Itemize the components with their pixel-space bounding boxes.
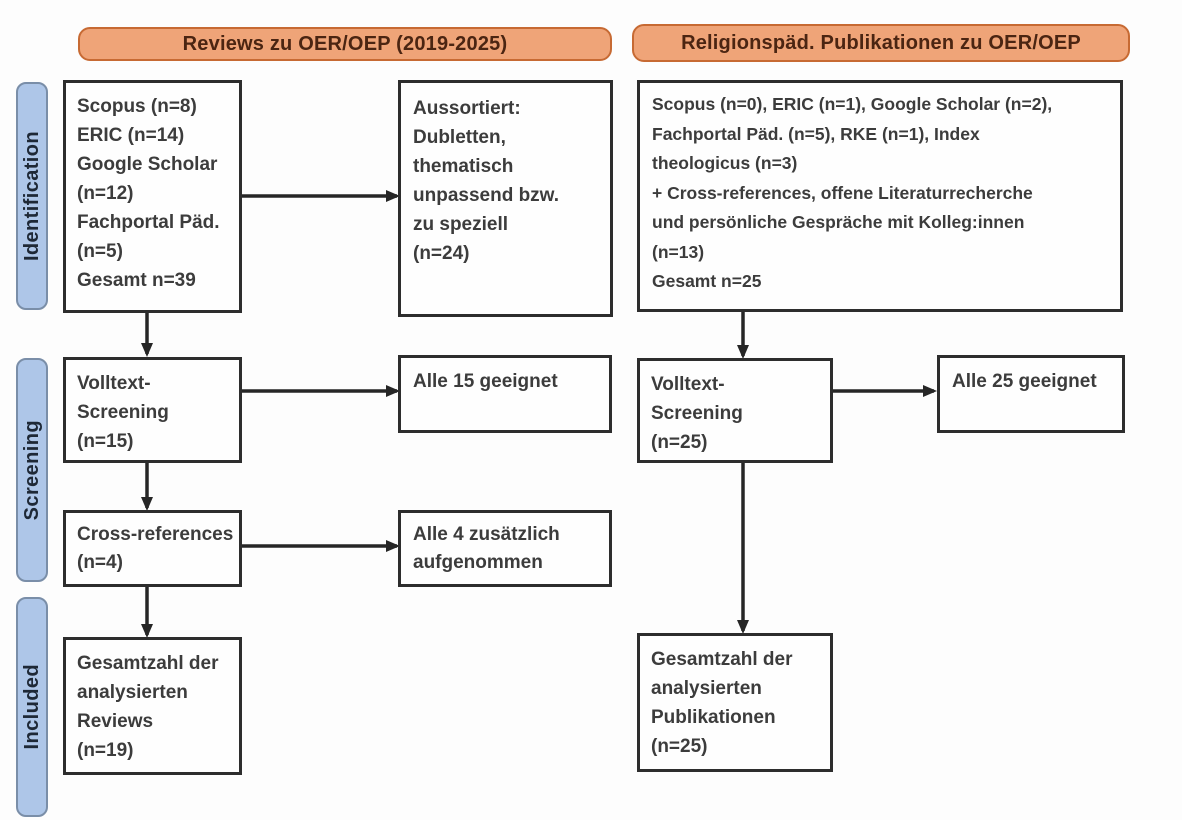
box-left-cross-references-result-text: Alle 4 zusätzlich aufgenommen: [413, 524, 560, 573]
box-right-included-total-text: Gesamtzahl der analysierten Publikatione…: [651, 649, 793, 757]
box-right-fulltext-result: Alle 25 geeignet: [937, 355, 1125, 433]
column-header-religionspaed-label: Religionspäd. Publikationen zu OER/OEP: [681, 31, 1081, 54]
column-header-reviews-label: Reviews zu OER/OEP (2019-2025): [182, 32, 508, 55]
stage-label-identification: Identification: [16, 82, 48, 310]
box-left-included-total-text: Gesamtzahl der analysierten Reviews (n=1…: [77, 653, 219, 761]
box-left-fulltext-result-text: Alle 15 geeignet: [413, 371, 558, 392]
stage-label-screening: Screening: [16, 358, 48, 582]
box-right-fulltext-screening-text: Volltext- Screening (n=25): [651, 374, 743, 453]
column-header-reviews: Reviews zu OER/OEP (2019-2025): [78, 27, 612, 61]
box-left-included-total: Gesamtzahl der analysierten Reviews (n=1…: [63, 637, 242, 775]
box-right-identification-sources-text: Scopus (n=0), ERIC (n=1), Google Scholar…: [652, 94, 1053, 291]
box-left-excluded-text: Aussortiert: Dubletten, thematisch unpas…: [413, 98, 560, 264]
box-left-identification-sources: Scopus (n=8) ERIC (n=14) Google Scholar …: [63, 80, 242, 313]
column-header-religionspaed: Religionspäd. Publikationen zu OER/OEP: [632, 24, 1130, 62]
box-right-identification-sources: Scopus (n=0), ERIC (n=1), Google Scholar…: [637, 80, 1123, 312]
box-right-included-total: Gesamtzahl der analysierten Publikatione…: [637, 633, 833, 772]
box-right-fulltext-result-text: Alle 25 geeignet: [952, 371, 1097, 392]
stage-label-included-text: Included: [20, 664, 43, 750]
stage-label-identification-text: Identification: [20, 130, 43, 262]
box-left-fulltext-screening: Volltext- Screening (n=15): [63, 357, 242, 463]
box-left-fulltext-result: Alle 15 geeignet: [398, 355, 612, 433]
box-left-excluded: Aussortiert: Dubletten, thematisch unpas…: [398, 80, 613, 317]
box-right-fulltext-screening: Volltext- Screening (n=25): [637, 358, 833, 463]
box-left-identification-sources-text: Scopus (n=8) ERIC (n=14) Google Scholar …: [77, 96, 220, 291]
box-left-cross-references: Cross-references (n=4): [63, 510, 242, 587]
stage-label-screening-text: Screening: [20, 419, 43, 521]
box-left-cross-references-text: Cross-references (n=4): [77, 524, 234, 573]
box-left-fulltext-screening-text: Volltext- Screening (n=15): [77, 373, 169, 452]
box-left-cross-references-result: Alle 4 zusätzlich aufgenommen: [398, 510, 612, 587]
stage-label-included: Included: [16, 597, 48, 817]
